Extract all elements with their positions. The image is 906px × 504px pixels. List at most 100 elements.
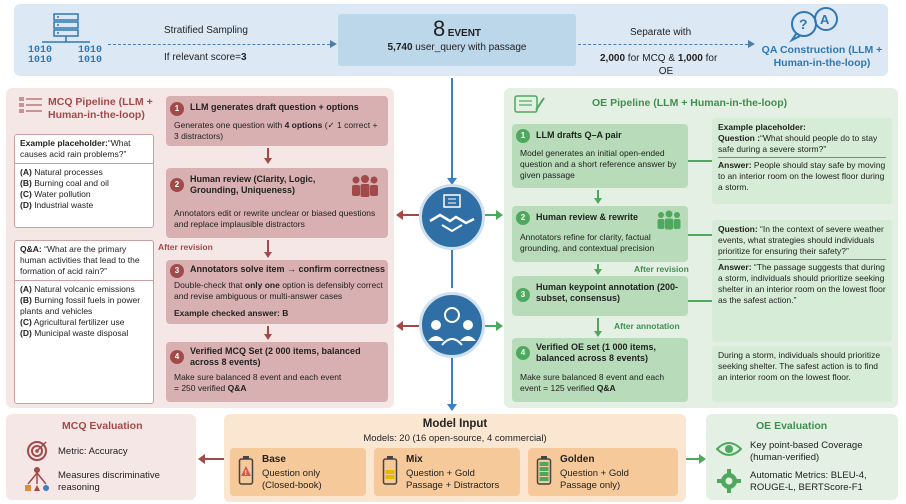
- mcq-step-1-body-post: (✓ 1 correct + 3 distractors): [174, 120, 378, 141]
- model-input-title: Model Input: [422, 418, 488, 430]
- people-icon: [657, 210, 681, 230]
- qa-chat-icon: ? A: [789, 7, 838, 43]
- oe-ex3-text: During a storm, individuals should prior…: [718, 350, 881, 382]
- option-key: (B): [20, 295, 32, 305]
- oe-ex2-question-text: “In the context of severe weather events…: [718, 224, 884, 256]
- center-arrow-line-3: [451, 350, 453, 406]
- mcq-ex2-question: Q&A: “What are the primary human activit…: [15, 241, 153, 281]
- mi-to-oe-arrow-head: [699, 454, 706, 464]
- mcq-step-1-body: Generates one question with 4 options (✓…: [174, 120, 384, 142]
- mcq-ex1-question: Example placeholder:“What causes acid ra…: [15, 135, 153, 164]
- mcq-after-revision: After revision: [158, 242, 213, 252]
- mcq-title: MCQ Pipeline (LLM + Human-in-the-loop): [48, 96, 153, 121]
- oe-step-4-title: Verified OE set (1 000 items, balanced a…: [536, 342, 657, 363]
- option-key: (B): [20, 178, 32, 188]
- oe-after-annotation: After annotation: [614, 321, 680, 331]
- option-text: Natural processes: [34, 167, 103, 177]
- mcq-ex1-option: (C) Water pollution: [20, 189, 148, 200]
- input-card-golden-line2: Passage only): [560, 480, 621, 491]
- option-text: Burning fossil fuels in power plants and…: [20, 295, 141, 316]
- oe-step-4-body-text: Make sure balanced 8 event and each even…: [520, 372, 665, 393]
- mcq-step-3-body-pre: Double-check that: [174, 280, 245, 290]
- mcq-step-2-num: 2: [170, 178, 184, 192]
- oe-connector-3: [688, 300, 712, 302]
- mi-to-mcq-arrow: [204, 458, 224, 460]
- input-card-mix-line2: Passage + Distractors: [406, 480, 500, 491]
- option-key: (A): [20, 284, 32, 294]
- mcq-step-3-body-bold: only one: [244, 280, 280, 290]
- mcq-step-4-body: Make sure balanced 8 event and each even…: [174, 372, 344, 394]
- relevant-score-value: 3: [240, 52, 247, 63]
- oe-ex1-question: Question :“What should people do to stay…: [718, 133, 886, 158]
- mi-to-mcq-arrow-head: [198, 454, 205, 464]
- mcq-step-4-body-bold: Q&A: [227, 383, 247, 393]
- team-icon: [419, 292, 485, 358]
- option-key: (C): [20, 189, 32, 199]
- mcq-ex1-options: (A) Natural processes (B) Burning coal a…: [15, 164, 153, 214]
- oe-eval-keypoint: Key point-based Coverage (human-verified…: [750, 440, 863, 463]
- oe-ex1-answer-text: People should stay safe by moving to an …: [718, 160, 886, 192]
- input-card-mix-line1: Question + Gold: [406, 468, 475, 479]
- oe-eval-panel: [706, 414, 898, 500]
- eye-icon: [716, 442, 742, 456]
- center-arrow-head-2: [447, 404, 457, 411]
- input-card-base-line2: (Closed-book): [262, 480, 322, 491]
- oe-step-3: 3 Human keypoint annotation (200-subset,…: [512, 276, 688, 316]
- oe-ex2-answer-text: “The passage suggests that during a stor…: [718, 262, 886, 305]
- mcq-example-1: Example placeholder:“What causes acid ra…: [14, 134, 154, 228]
- mcq-step-4: 4 Verified MCQ Set (2 000 items, balance…: [166, 342, 388, 402]
- mcq-eval-panel: [6, 414, 196, 500]
- option-key: (C): [20, 317, 32, 327]
- relevant-score: If relevant score=3: [164, 52, 247, 63]
- link-right-top: [485, 214, 497, 216]
- oe-ex1-q-label: Question :: [718, 133, 761, 143]
- event-box: 8 EVENT 5,740 user_query with passage: [338, 14, 576, 66]
- oe-arrow-1-2-head: [594, 198, 602, 204]
- oe-step-1-title: LLM drafts Q–A pair: [536, 130, 622, 140]
- mcq-arrow-2-3: [267, 240, 269, 252]
- mcq-example-2: Q&A: “What are the primary human activit…: [14, 240, 154, 404]
- oe-step-3-title: Human keypoint annotation (200-subset, c…: [536, 282, 679, 303]
- svg-text:!: !: [245, 470, 247, 477]
- oe-step-2-body: Annotators refine for clarity, factual g…: [520, 232, 655, 253]
- mcq-step-3-body-post: option is defensibly correct and revise …: [174, 280, 383, 301]
- oe-step-4: 4 Verified OE set (1 000 items, balanced…: [512, 338, 688, 402]
- event-label: EVENT: [447, 28, 482, 39]
- mcq-step-2: 2 Human review (Clarity, Logic, Groundin…: [166, 168, 388, 238]
- mcq-arrow-1-2-head: [264, 158, 272, 164]
- mcq-step-4-body-text: Make sure balanced 8 event and each even…: [174, 372, 342, 393]
- oe-connector-2: [688, 234, 712, 236]
- relevant-score-label: If relevant score=: [164, 52, 241, 63]
- event-count: 5,740: [387, 42, 413, 53]
- mcq-ex1-label: Example placeholder:: [20, 138, 108, 148]
- mcq-ex1-option: (D) Industrial waste: [20, 200, 148, 211]
- oe-eval-auto: Automatic Metrics: BLEU-4, ROUGE-L, BERT…: [750, 470, 867, 493]
- mcq-ex2-option: (B) Burning fossil fuels in power plants…: [20, 295, 148, 317]
- svg-text:?: ?: [799, 16, 808, 32]
- option-text: Burning coal and oil: [34, 178, 109, 188]
- mcq-step-3: 3 Annotators solve item → confirm correc…: [166, 260, 388, 324]
- oe-eval-title: OE Evaluation: [756, 420, 828, 432]
- svg-text:1010: 1010: [78, 55, 102, 64]
- link-left-bot: [402, 325, 419, 327]
- option-text: Water pollution: [34, 189, 91, 199]
- list-icon: [19, 97, 42, 113]
- qa-title: QA Construction (LLM + Human-in-the-loop…: [761, 44, 883, 69]
- oe-connector-1: [688, 160, 712, 162]
- input-card-base-title: Base: [262, 454, 286, 465]
- mcq-ex2-option: (C) Agricultural fertilizer use: [20, 317, 148, 328]
- mcq-ex2-label: Q&A:: [20, 244, 42, 254]
- oe-step-4-num: 4: [516, 346, 530, 360]
- oe-step-1: 1 LLM drafts Q–A pair Model generates an…: [512, 124, 688, 188]
- mcq-checked-answer: Example checked answer: B: [174, 308, 289, 318]
- separate-arrow: [578, 44, 748, 45]
- center-arrow-line: [451, 78, 453, 180]
- mcq-ex1-option: (A) Natural processes: [20, 167, 148, 178]
- oe-arrow-2-3-head: [594, 269, 602, 275]
- svg-text:A: A: [820, 12, 830, 27]
- split-counts: 2,000 for MCQ & 1,000 for OE: [600, 52, 732, 78]
- oe-arrow-3-4: [597, 318, 599, 332]
- oe-step-2-title: Human review & rewrite: [536, 212, 639, 222]
- model-input-models: Models: 20 (16 open-source, 4 commercial…: [363, 433, 547, 444]
- input-card-base: ! Base Question only (Closed-book): [230, 448, 366, 496]
